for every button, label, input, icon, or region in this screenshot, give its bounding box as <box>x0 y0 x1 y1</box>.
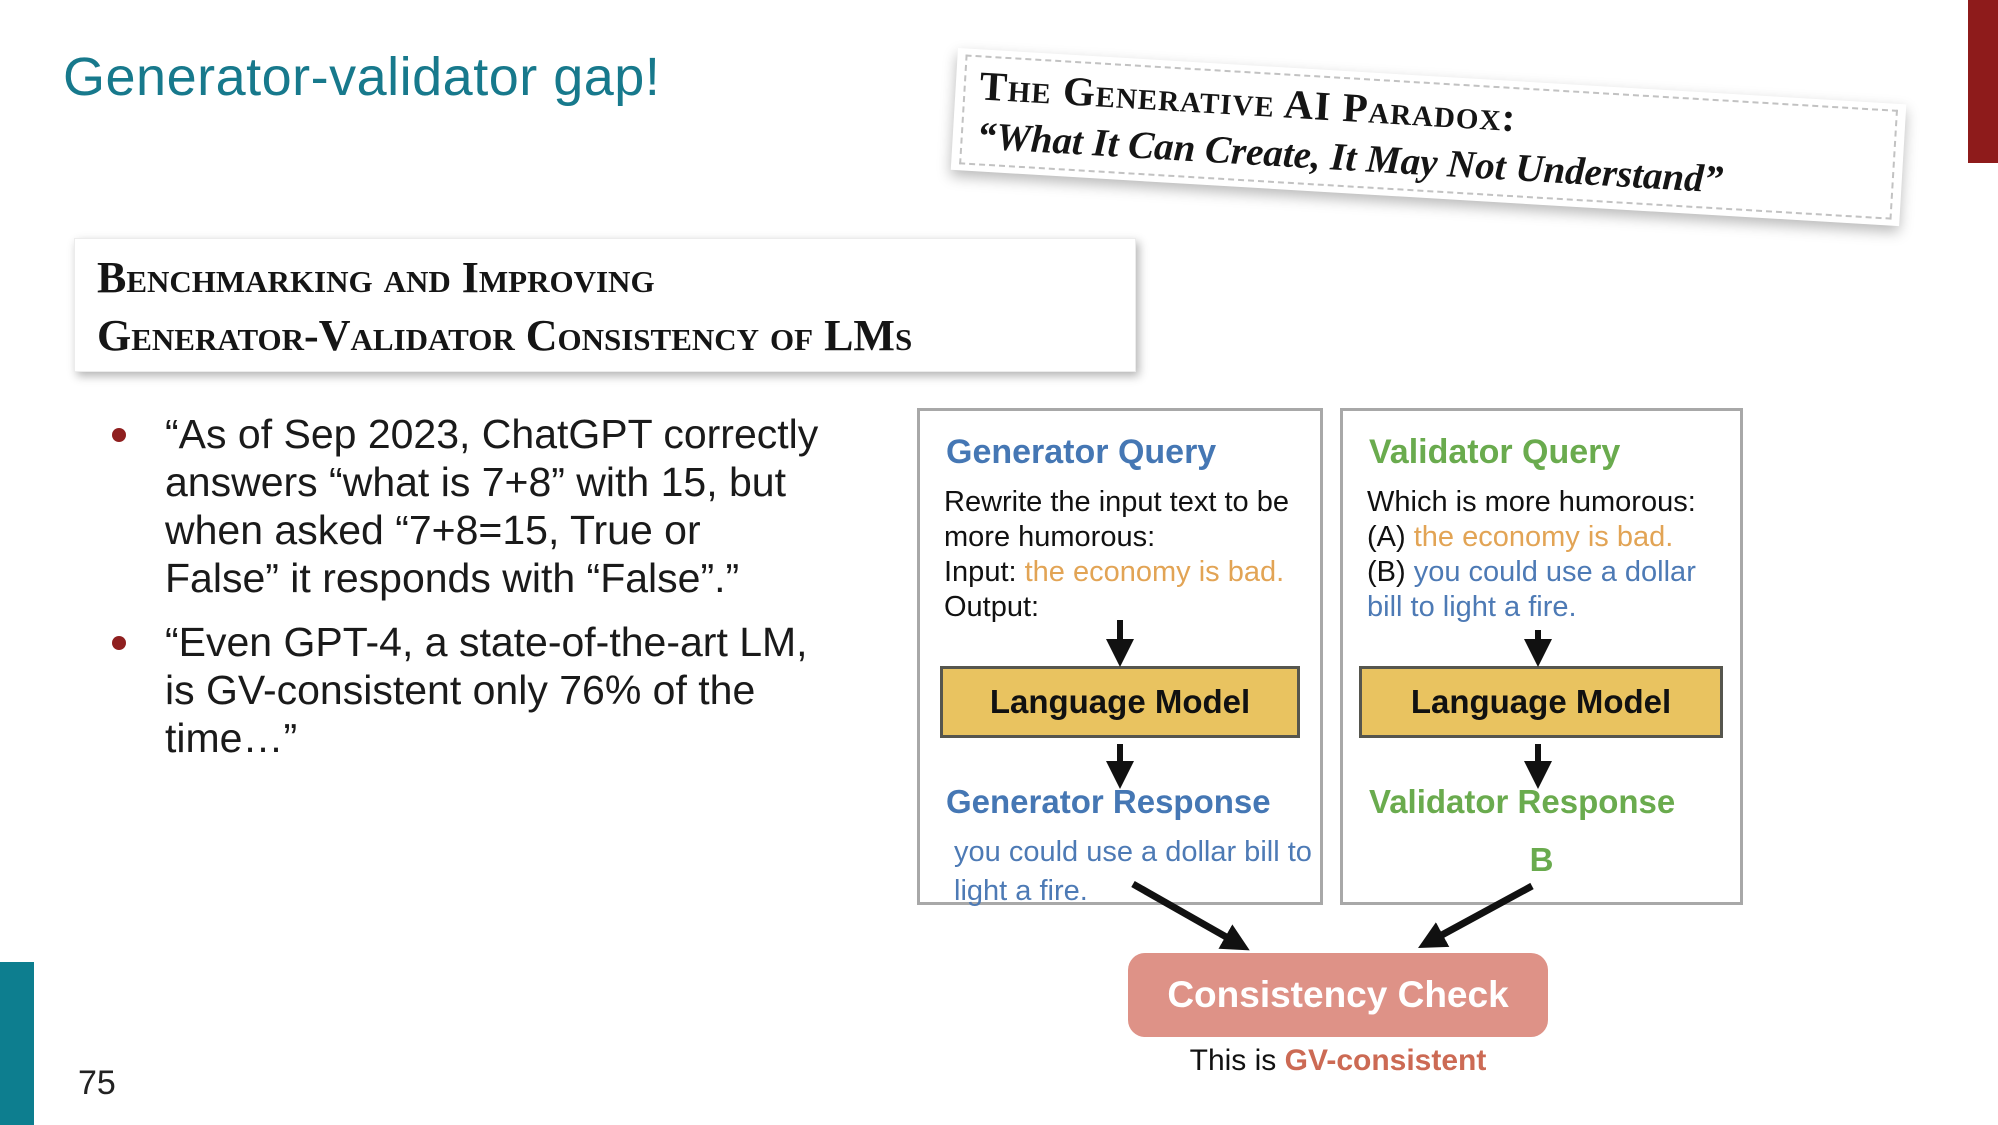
paper-title-line-1: Benchmarking and Improving <box>97 253 655 302</box>
paper-clipping-dashed-frame: The Generative AI Paradox: “What It Can … <box>959 54 1898 220</box>
caption-prefix: This is <box>1189 1044 1285 1077</box>
validator-option-b-line: (B) you could use a dollar <box>1367 555 1696 590</box>
bullet-icon <box>112 636 126 650</box>
consistency-caption: This is GV-consistent <box>1128 1044 1548 1078</box>
generator-query-box: Generator Query Rewrite the input text t… <box>917 408 1323 907</box>
validator-query-line: Which is more humorous: <box>1367 486 1696 518</box>
input-label: Input: <box>944 556 1025 588</box>
generator-query-line: Rewrite the input text to be <box>944 486 1289 518</box>
list-item: “As of Sep 2023, ChatGPT correctly answe… <box>110 410 910 602</box>
bottom-left-accent-bar <box>0 962 34 1125</box>
generator-query-text: Rewrite the input text to be more humoro… <box>944 485 1289 625</box>
option-a-label: (A) <box>1367 521 1414 553</box>
list-item: “Even GPT-4, a state-of-the-art LM, is G… <box>110 618 910 762</box>
validator-query-box: Validator Query Which is more humorous: … <box>1340 408 1743 905</box>
consistency-check-box: Consistency Check <box>1128 953 1548 1037</box>
slide-title: Generator-validator gap! <box>63 47 661 107</box>
bullet-list: “As of Sep 2023, ChatGPT correctly answe… <box>110 410 910 778</box>
validator-response-title: Validator Response <box>1369 783 1676 820</box>
validator-query-title: Validator Query <box>1369 433 1621 471</box>
bullet-text: “Even GPT-4, a state-of-the-art LM, is G… <box>165 619 808 761</box>
paper-title-card: Benchmarking and Improving Generator-Val… <box>74 238 1136 372</box>
top-right-accent-bar <box>1968 0 1998 163</box>
paper-clipping: The Generative AI Paradox: “What It Can … <box>950 48 1907 227</box>
generator-language-model-box: Language Model <box>940 666 1300 738</box>
paper-title-line-2: Generator-Validator Consistency of LMs <box>97 311 913 360</box>
validator-language-model-box: Language Model <box>1359 666 1723 738</box>
option-b-value: you could use a dollar <box>1413 556 1696 588</box>
validator-option-b-continued: bill to light a fire. <box>1367 591 1577 623</box>
validator-query-text: Which is more humorous: (A) the economy … <box>1367 485 1696 625</box>
generator-response-title: Generator Response <box>946 783 1271 820</box>
option-b-label: (B) <box>1367 556 1414 588</box>
input-value: the economy is bad. <box>1024 556 1285 588</box>
page-number: 75 <box>78 1064 116 1102</box>
generator-output-line: Output: <box>944 591 1040 623</box>
generator-query-title: Generator Query <box>946 433 1217 471</box>
caption-highlight: GV-consistent <box>1284 1044 1487 1077</box>
validator-response-value: B <box>1529 841 1554 878</box>
generator-response-text: you could use a dollar bill to light a f… <box>954 836 1312 907</box>
generator-query-line: more humorous: <box>944 521 1156 553</box>
option-a-value: the economy is bad. <box>1413 521 1674 553</box>
validator-option-a-line: (A) the economy is bad. <box>1367 520 1696 555</box>
bullet-text: “As of Sep 2023, ChatGPT correctly answe… <box>165 411 819 601</box>
bullet-icon <box>112 428 126 442</box>
generator-input-line: Input: the economy is bad. <box>944 555 1289 590</box>
